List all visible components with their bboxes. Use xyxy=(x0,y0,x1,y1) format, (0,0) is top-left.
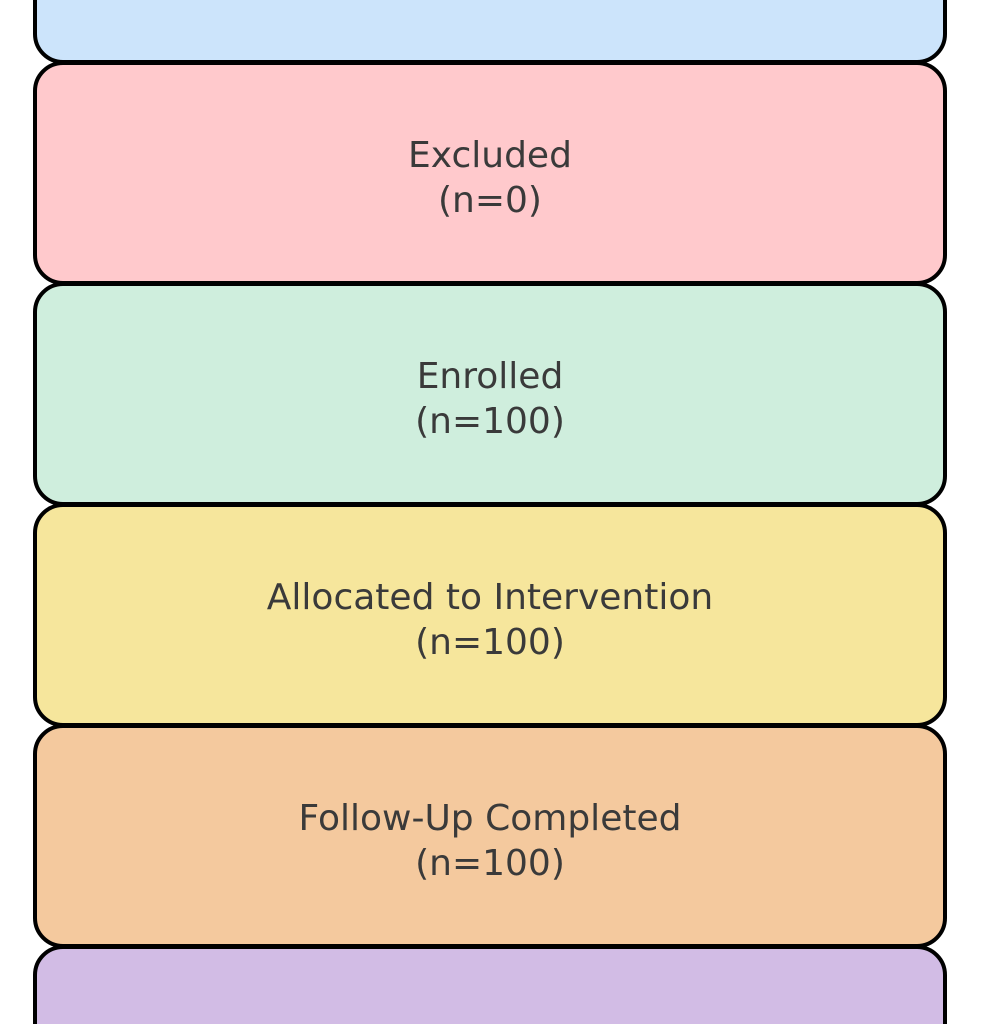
flow-box-bottom-partial xyxy=(33,945,947,1024)
box-label: Enrolled xyxy=(416,356,564,397)
box-count: (n=100) xyxy=(415,622,565,663)
box-text: Allocated to Intervention (n=100) xyxy=(267,575,713,665)
flow-box-top-partial xyxy=(33,0,947,64)
box-count: (n=0) xyxy=(438,180,542,221)
box-text: Enrolled (n=100) xyxy=(415,354,565,444)
box-label: Excluded xyxy=(408,135,572,176)
box-count: (n=100) xyxy=(415,401,565,442)
box-text: Follow-Up Completed (n=100) xyxy=(299,796,682,886)
flow-box-enrolled: Enrolled (n=100) xyxy=(33,282,947,506)
flow-box-follow-up: Follow-Up Completed (n=100) xyxy=(33,724,947,948)
box-label: Allocated to Intervention xyxy=(266,577,714,618)
flow-box-allocated: Allocated to Intervention (n=100) xyxy=(33,503,947,727)
box-count: (n=100) xyxy=(415,843,565,884)
box-label: Follow-Up Completed xyxy=(298,798,682,839)
box-text: Excluded (n=0) xyxy=(408,133,572,223)
flow-box-excluded: Excluded (n=0) xyxy=(33,61,947,285)
